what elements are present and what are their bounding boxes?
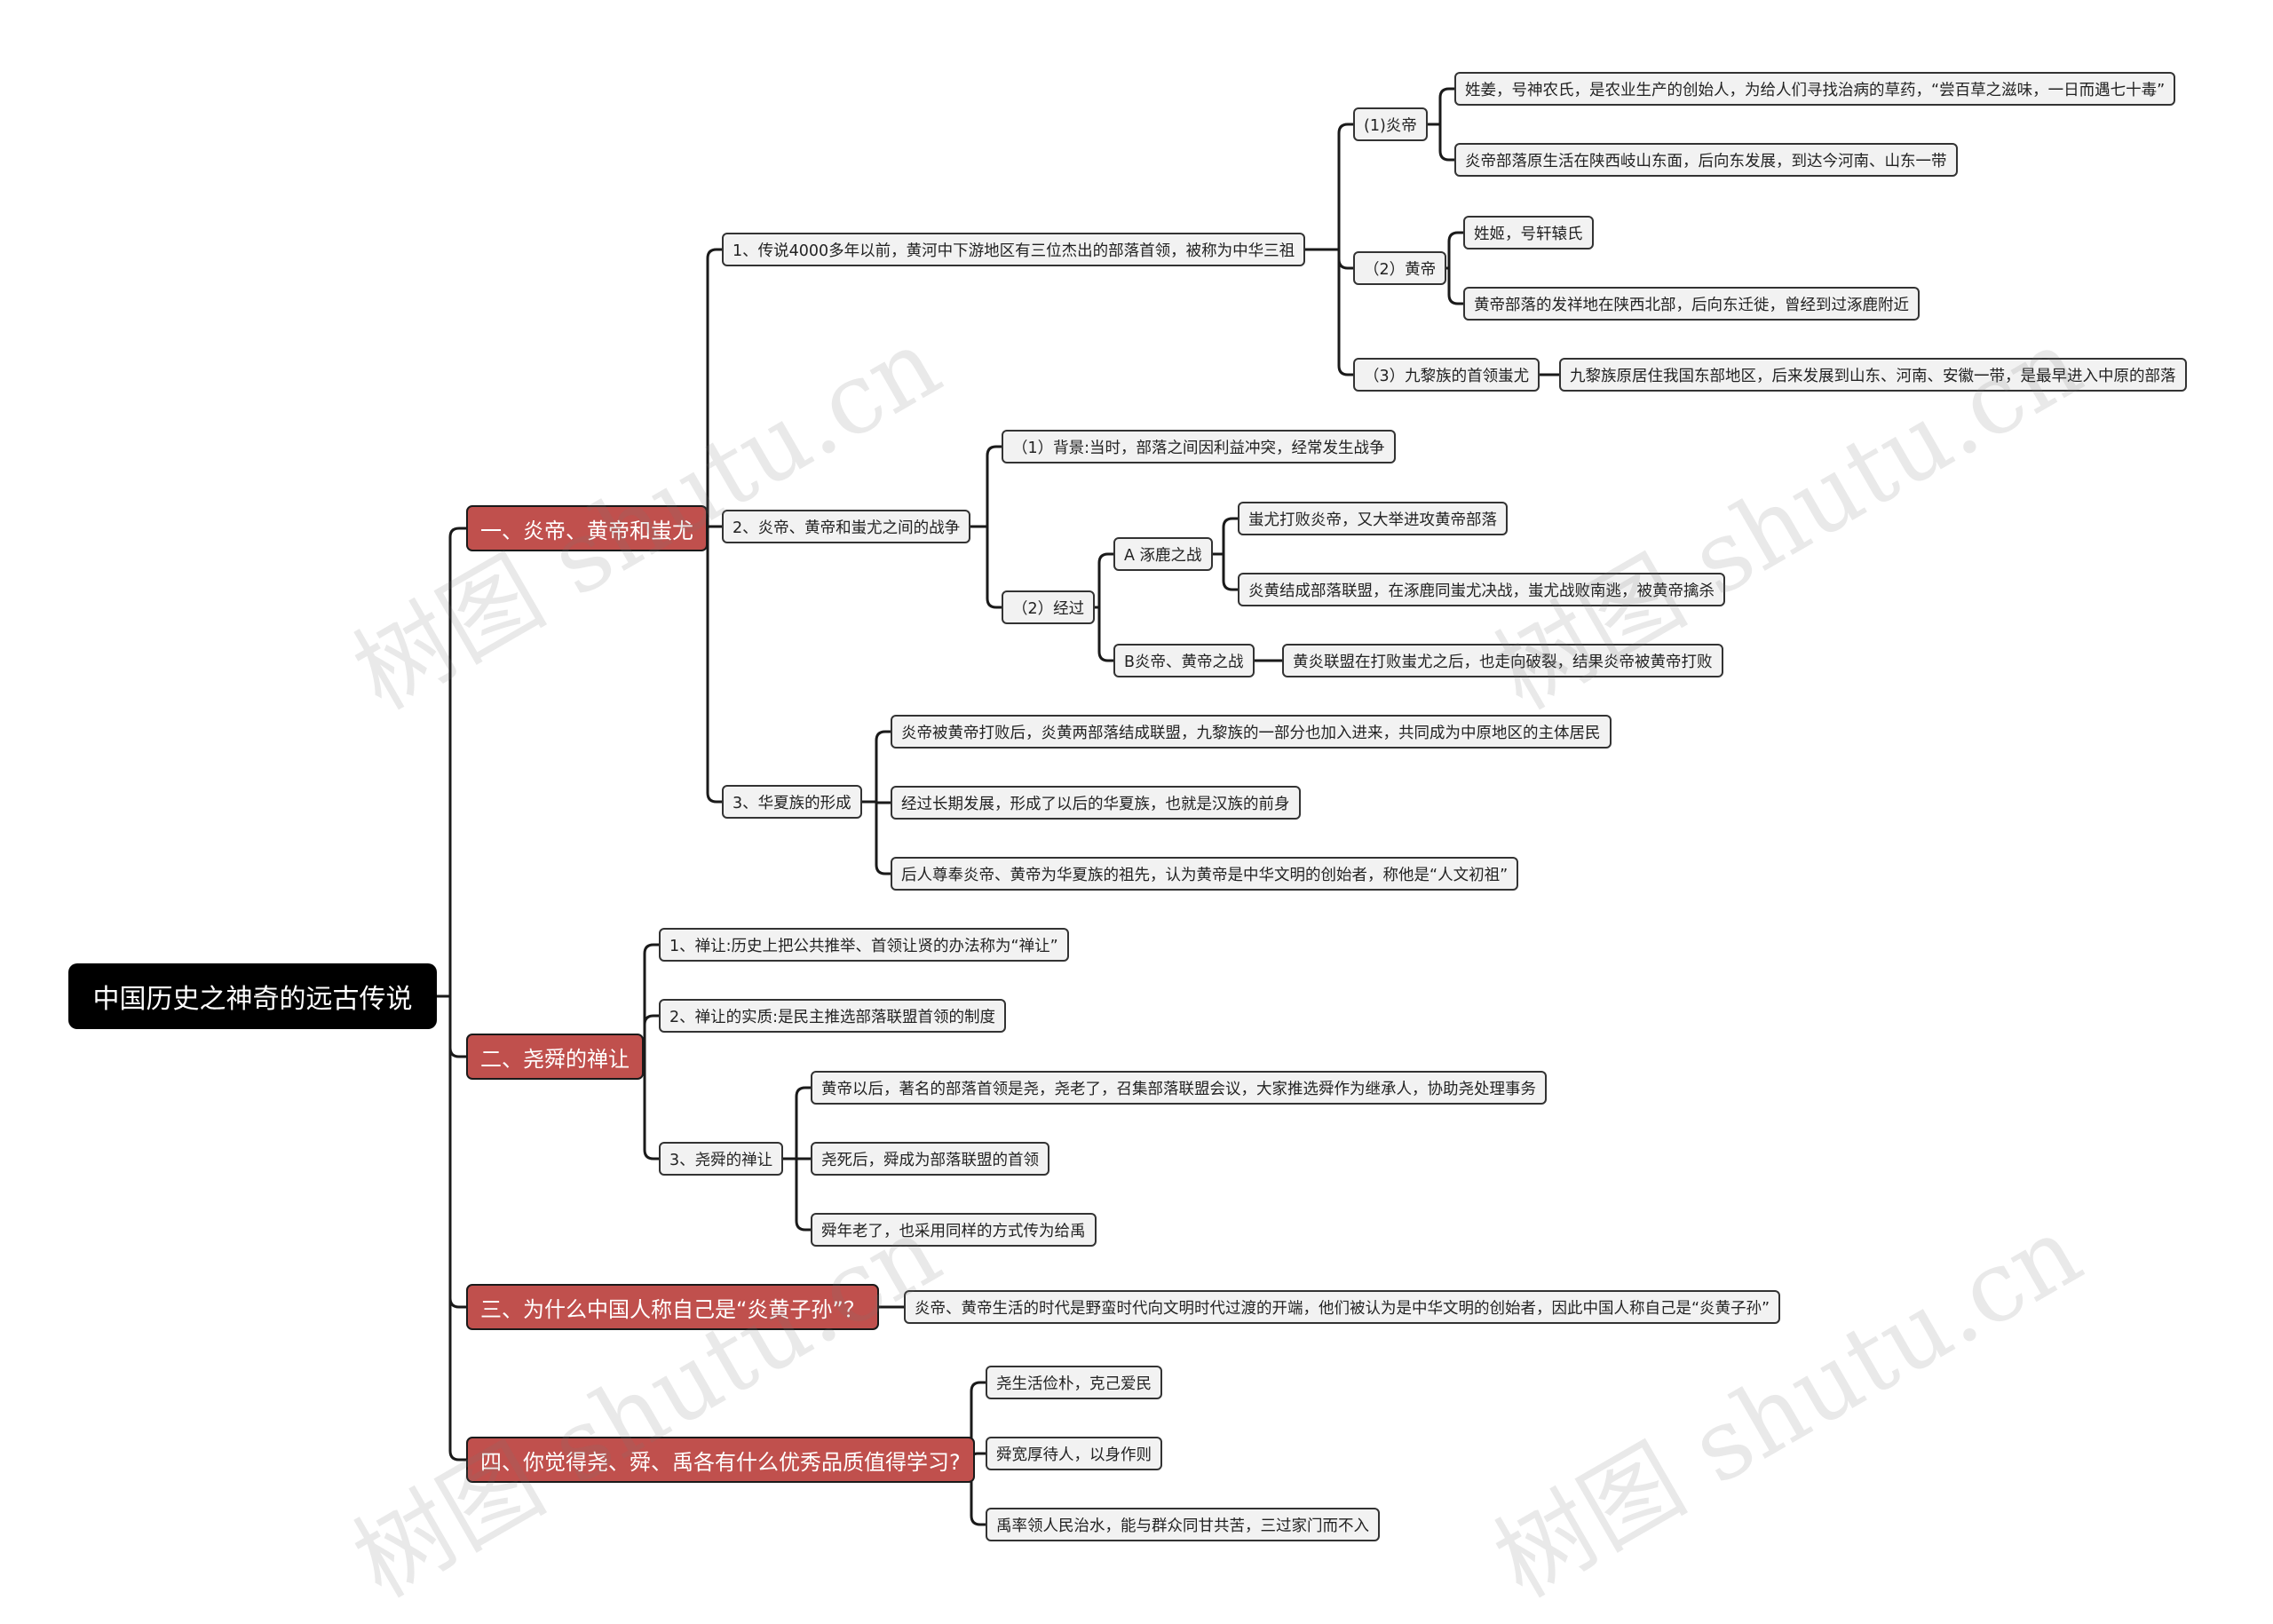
detail-node-huaxia-2[interactable]: 经过长期发展，形成了以后的华夏族，也就是汉族的前身 xyxy=(891,786,1301,820)
detail-node-huangdi-2[interactable]: 黄帝部落的发祥地在陕西北部，后向东迁徙，曾经到过涿鹿附近 xyxy=(1463,287,1920,321)
detail-node-shanrang-1[interactable]: 黄帝以后，著名的部落首领是尧，尧老了，召集部落联盟会议，大家推选舜作为继承人，协… xyxy=(811,1071,1547,1105)
topic-node-2-3[interactable]: 3、尧舜的禅让 xyxy=(659,1142,784,1176)
detail-node-yu[interactable]: 禹率领人民治水，能与群众同甘共苦，三过家门而不入 xyxy=(986,1508,1380,1541)
connector-line xyxy=(1428,123,1454,162)
connector-line xyxy=(970,1381,986,1462)
connector-line xyxy=(1305,123,1353,251)
detail-node-shun[interactable]: 舜宽厚待人，以身作则 xyxy=(986,1437,1162,1470)
topic-node-background[interactable]: （1）背景:当时，部落之间因利益冲突，经常发生战争 xyxy=(1002,430,1396,463)
connector-line xyxy=(970,1458,986,1526)
connector-line xyxy=(1305,248,1353,376)
topic-node-yandi[interactable]: (1)炎帝 xyxy=(1353,107,1428,141)
connector-line xyxy=(1095,606,1113,662)
detail-node-zhuolu-2[interactable]: 炎黄结成部落联盟，在涿鹿同蚩尤决战，蚩尤战败南逃，被黄帝擒杀 xyxy=(1238,573,1725,606)
topic-node-1-2[interactable]: 2、炎帝、黄帝和蚩尤之间的战争 xyxy=(722,510,971,543)
connector-line xyxy=(783,1086,811,1161)
detail-node-yandi-2[interactable]: 炎帝部落原生活在陕西岐山东面，后向东发展，到达今河南、山东一带 xyxy=(1454,143,1958,177)
connector-line xyxy=(862,730,891,804)
topic-node-2-2[interactable]: 2、禅让的实质:是民主推选部落联盟首领的制度 xyxy=(659,999,1007,1033)
connector-line xyxy=(1095,552,1113,609)
connector-line xyxy=(970,525,1002,609)
topic-node-1-3[interactable]: 3、华夏族的形成 xyxy=(722,785,862,819)
topic-node-chiyou[interactable]: （3）九黎族的首领蚩尤 xyxy=(1353,358,1540,392)
detail-node-shanrang-2[interactable]: 尧死后，舜成为部落联盟的首领 xyxy=(811,1142,1049,1176)
connector-line xyxy=(1305,248,1353,270)
connector-line xyxy=(643,943,659,1058)
connector-line xyxy=(437,527,466,998)
connector-line xyxy=(706,248,722,528)
detail-node-yao[interactable]: 尧生活俭朴，克己爱民 xyxy=(986,1366,1162,1399)
section-node-3[interactable]: 三、为什么中国人称自己是“炎黄子孙”？ xyxy=(466,1284,879,1330)
connector-line xyxy=(1446,266,1463,305)
topic-node-process[interactable]: （2）经过 xyxy=(1002,590,1096,624)
detail-node-yandi-1[interactable]: 姓姜，号神农氏，是农业生产的创始人，为给人们寻找治病的草药，“尝百草之滋味，一日… xyxy=(1454,72,2176,106)
topic-node-1-1[interactable]: 1、传说4000多年以前，黄河中下游地区有三位杰出的部落首领，被称为中华三祖 xyxy=(722,233,1306,266)
section-node-4[interactable]: 四、你觉得尧、舜、禹各有什么优秀品质值得学习? xyxy=(466,1437,975,1483)
connector-line xyxy=(1446,231,1463,270)
topic-node-2-1[interactable]: 1、禅让:历史上把公共推举、首领让贤的办法称为“禅让” xyxy=(659,928,1069,962)
root-node[interactable]: 中国历史之神奇的远古传说 xyxy=(68,963,437,1029)
topic-node-zhuolu[interactable]: A 涿鹿之战 xyxy=(1113,537,1213,571)
topic-node-yanhuang-war[interactable]: B炎帝、黄帝之战 xyxy=(1113,644,1255,677)
topic-node-huangdi[interactable]: （2）黄帝 xyxy=(1353,251,1447,285)
connector-line xyxy=(706,525,722,529)
detail-node-huaxia-3[interactable]: 后人尊奉炎帝、黄帝为华夏族的祖先，认为黄帝是中华文明的创始者，称他是“人文初祖” xyxy=(891,857,1519,891)
connector-line xyxy=(643,1014,659,1058)
detail-node-shanrang-3[interactable]: 舜年老了，也采用同样的方式传为给禹 xyxy=(811,1213,1097,1247)
detail-node-chiyou-1[interactable]: 九黎族原居住我国东部地区，后来发展到山东、河南、安徽一带，是最早进入中原的部落 xyxy=(1559,358,2187,392)
connector-line xyxy=(862,800,891,875)
detail-node-huangdi-1[interactable]: 姓姬，号轩辕氏 xyxy=(1463,216,1594,250)
detail-node-zhuolu-1[interactable]: 蚩尤打败炎帝，又大举进攻黄帝部落 xyxy=(1238,502,1508,535)
detail-node-huaxia-1[interactable]: 炎帝被黄帝打败后，炎黄两部落结成联盟，九黎族的一部分也加入进来，共同成为中原地区… xyxy=(891,715,1612,749)
root-label: 中国历史之神奇的远古传说 xyxy=(92,984,413,1015)
connector-line xyxy=(437,994,466,1462)
connector-line xyxy=(1213,517,1238,556)
connector-line xyxy=(1428,87,1454,126)
detail-node-yanhuang-war-1[interactable]: 黄炎联盟在打败蚩尤之后，也走向破裂，结果炎帝被黄帝打败 xyxy=(1282,644,1723,677)
connector-line xyxy=(643,1055,659,1161)
section-node-2[interactable]: 二、尧舜的禅让 xyxy=(466,1034,644,1080)
connector-line xyxy=(970,445,1002,528)
connector-line xyxy=(1213,552,1238,591)
detail-node-yanhuang-zisun[interactable]: 炎帝、黄帝生活的时代是野蛮时代向文明时代过渡的开端，他们被认为是中华文明的创始者… xyxy=(904,1290,1781,1324)
connector-line xyxy=(783,1157,811,1232)
section-node-1[interactable]: 一、炎帝、黄帝和蚩尤 xyxy=(466,505,708,551)
connector-line xyxy=(706,528,722,804)
